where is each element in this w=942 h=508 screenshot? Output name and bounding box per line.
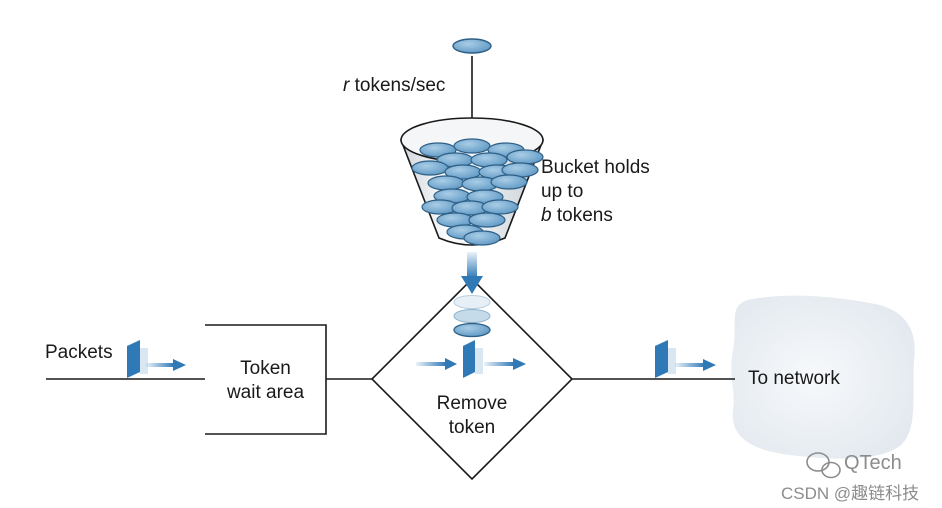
bucket-token-icon xyxy=(468,212,506,228)
watermark-source: CSDN @趣链科技 xyxy=(781,484,920,503)
watermark-brand: QTech xyxy=(844,452,902,474)
gate-in-arrowhead-icon xyxy=(445,358,457,370)
gate-in-arrow-shaft xyxy=(416,362,446,366)
bucket-label-line1: Bucket holds xyxy=(541,157,650,178)
bucket-token-icon xyxy=(490,174,528,190)
incoming-token-icon xyxy=(452,38,492,54)
packet-arrowhead-icon xyxy=(173,359,186,371)
packet-fade-icon xyxy=(140,348,148,374)
token-wait-area-box xyxy=(205,324,327,435)
to-network-label: To network xyxy=(748,368,840,389)
gate-packet-icon xyxy=(463,340,475,378)
gate-packet-fade-icon xyxy=(475,348,483,374)
wait-area-line1: Token xyxy=(240,358,291,379)
bucket-token-icon xyxy=(427,175,465,191)
remove-token-diamond xyxy=(370,277,574,481)
fading-token-icon xyxy=(453,295,491,309)
bucket-label-line3: b tokens xyxy=(541,205,613,226)
bucket-capacity-label: Bucket holds up to b tokens xyxy=(541,156,650,228)
bucket-token-icon xyxy=(453,138,491,154)
token-rate-label: r tokens/sec xyxy=(343,75,446,96)
gate-out-arrowhead-icon xyxy=(513,358,526,370)
gate-token-icon xyxy=(453,322,491,338)
bucket-token-icon xyxy=(463,230,501,246)
packets-label: Packets xyxy=(45,342,113,363)
packet-icon xyxy=(127,340,140,378)
network-cloud xyxy=(731,295,915,459)
remove-token-line1: Remove xyxy=(436,393,508,414)
output-packet-icon xyxy=(655,340,668,378)
bucket-token-icon xyxy=(506,149,544,165)
bucket-to-gate-arrow-shaft xyxy=(467,252,477,278)
bucket-token-icon xyxy=(481,199,519,215)
remove-token-line2: token xyxy=(448,417,496,438)
wait-area-line2: wait area xyxy=(226,382,305,403)
bucket-tokens xyxy=(411,138,544,246)
wechat-icon xyxy=(806,452,841,479)
bucket-to-gate-arrowhead-icon xyxy=(461,276,483,294)
output-arrow-shaft xyxy=(675,363,705,367)
output-arrowhead-icon xyxy=(703,359,716,371)
bucket-label-line2: up to xyxy=(541,181,584,202)
packet-arrow-shaft xyxy=(146,363,174,367)
token-wait-area-label: Token wait area xyxy=(205,357,326,405)
output-packet-fade-icon xyxy=(668,348,676,374)
remove-token-label: Remove token xyxy=(412,392,532,440)
bucket-token-icon xyxy=(411,160,449,176)
gate-out-arrow-shaft xyxy=(484,362,514,366)
fading-token-icon xyxy=(453,309,491,323)
